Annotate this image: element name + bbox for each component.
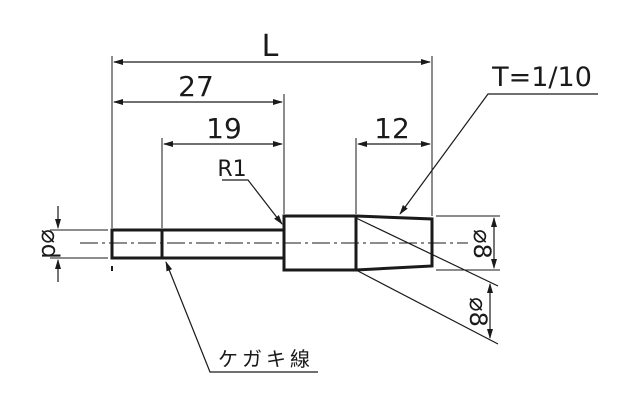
label-phi-8-taper: ⌀8 [464, 297, 492, 327]
fillet-mark [282, 226, 286, 230]
label-19: 19 [206, 112, 242, 145]
shaft-thin-section [110, 228, 286, 260]
label-phi-8-end: ⌀8 [468, 229, 496, 259]
dim-line-phi-8-taper-ext1 [355, 217, 499, 287]
shaft-geometry [80, 214, 468, 272]
extension-lines [50, 56, 500, 271]
label-radius: R1 [217, 157, 246, 182]
label-taper: T=1/10 [491, 62, 592, 93]
label-scribe-line: ケガキ線 [218, 347, 314, 371]
leader-radius [222, 179, 283, 225]
leader-taper [399, 93, 598, 215]
leader-lines [165, 93, 598, 373]
dimension-lines [55, 59, 499, 345]
label-phi-d: ⌀d [36, 229, 64, 259]
dimension-labels: L 27 19 12 T=1/10 R1 ⌀d ⌀8 ⌀8 ケガキ線 [36, 29, 592, 371]
dim-line-phi-8-taper-ext2 [355, 269, 499, 345]
leader-scribe [165, 261, 318, 373]
label-12: 12 [374, 112, 410, 145]
label-L: L [262, 29, 279, 64]
label-27: 27 [178, 70, 214, 103]
